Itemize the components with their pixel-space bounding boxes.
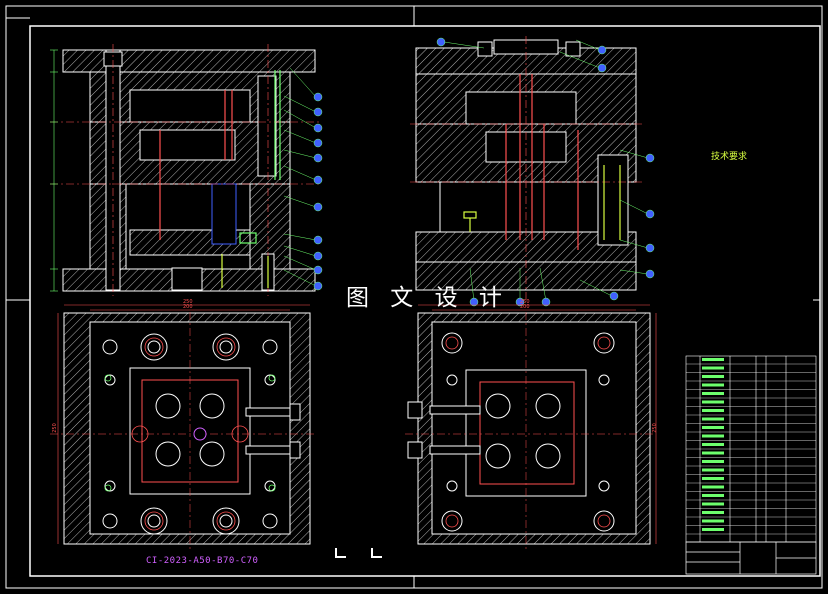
- b-plate-core: [139, 129, 236, 161]
- left-leader-lines: [283, 67, 317, 287]
- parts-list-entry-mark: [702, 358, 724, 361]
- dim-left-top-2: 200: [183, 304, 193, 310]
- support: [171, 267, 203, 291]
- dim-right-side: 250: [651, 423, 658, 433]
- dim-left-side: 250: [51, 423, 58, 433]
- right-plan-cooling: [407, 401, 481, 459]
- left-plan-holes: [102, 333, 278, 535]
- left-view-colored-parts: [159, 70, 281, 288]
- inner-frame: [29, 25, 821, 577]
- parts-list-entry-mark: [702, 511, 724, 514]
- right-plan-red-detail: [405, 312, 655, 550]
- parts-list-entry-mark: [702, 426, 724, 429]
- title-block: [685, 541, 817, 575]
- part-number: CI-2023-A50-B70-C70: [146, 556, 259, 566]
- watermark-text: 图 文 设 计: [346, 285, 509, 311]
- tech-requirements-title: 技术要求: [711, 152, 748, 162]
- parts-list-entry-mark: [702, 528, 724, 531]
- parts-list-entry-mark: [702, 477, 724, 480]
- frame-ticks: [6, 6, 820, 588]
- parts-list-entry-mark: [702, 434, 724, 438]
- dim-right-top-2: 200: [520, 304, 530, 310]
- parts-list-entry-mark: [702, 494, 724, 497]
- parts-list-entry-mark: [702, 366, 724, 370]
- left-plan-green: [104, 374, 276, 492]
- parts-list-entry-mark: [702, 443, 724, 446]
- parts-list-entry-mark: [702, 417, 724, 421]
- cavity-r: [465, 91, 577, 125]
- parts-list-entry-mark: [702, 485, 724, 489]
- section-markers: [335, 548, 382, 558]
- left-section-view: [62, 49, 316, 292]
- top-clamp-plate: [62, 49, 316, 73]
- left-balloons: [313, 92, 323, 291]
- dim-right-top-1: 250: [520, 299, 530, 305]
- parts-list-entry-mark: [702, 468, 724, 472]
- sprue-block: [211, 183, 237, 245]
- left-plan-view: [63, 312, 311, 545]
- parts-list-entry-mark: [702, 400, 724, 404]
- plan-inner-plate-r: [431, 321, 637, 535]
- right-view-centerlines: [410, 36, 645, 300]
- left-plan-red-detail: [50, 312, 315, 550]
- parts-list-entry-mark: [702, 383, 724, 387]
- left-plan-cooling: [193, 403, 301, 459]
- a-plate-cavity: [129, 89, 251, 123]
- right-balloons: [436, 37, 655, 307]
- parts-list-rows: [686, 358, 816, 535]
- right-view-colored-parts: [463, 74, 621, 250]
- plan-insert-r: [479, 381, 575, 485]
- right-plan-holes: [441, 332, 615, 532]
- plan-dimension-lines: [57, 304, 657, 544]
- parts-list-entry-mark: [702, 502, 724, 506]
- bolt-r2: [565, 41, 581, 57]
- bolt-r: [477, 41, 493, 57]
- parts-list-entry-mark: [702, 451, 724, 455]
- parts-list-entry-mark: [702, 519, 724, 523]
- right-leader-lines: [443, 39, 649, 302]
- dim-left-top-1: 250: [183, 299, 193, 305]
- parts-list-entry-mark: [702, 460, 724, 463]
- left-dimension-lines: [50, 49, 58, 292]
- parts-list-entry-mark: [702, 392, 724, 395]
- parts-list-entry-mark: [702, 375, 724, 378]
- parts-list-entry-mark: [702, 409, 724, 412]
- right-plan-view: [417, 312, 651, 545]
- side-piece: [257, 75, 277, 177]
- cooling-block-r: [597, 154, 629, 246]
